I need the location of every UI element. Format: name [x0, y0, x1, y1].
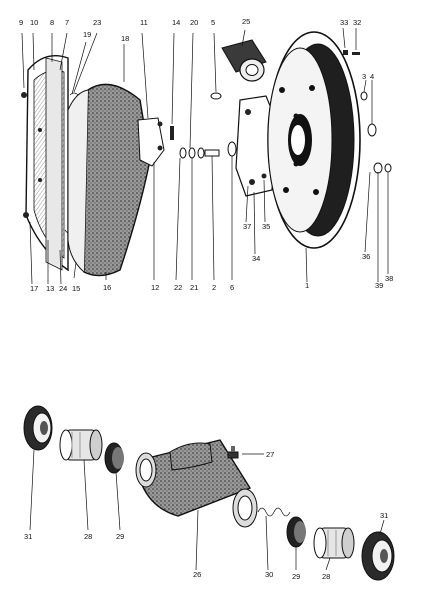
- part-label-11: 11: [140, 18, 148, 27]
- part-label-4: 4: [370, 72, 374, 81]
- wheel-cylinder-body: [135, 439, 258, 528]
- part-label-10: 10: [30, 18, 38, 27]
- wheel-cylinder-small: [210, 39, 267, 100]
- part-label-12: 12: [151, 283, 159, 292]
- part-label-26: 26: [193, 570, 201, 579]
- part-label-24: 24: [59, 284, 67, 293]
- part-label-13: 13: [46, 284, 54, 293]
- part-label-21: 21: [190, 283, 198, 292]
- part-label-36: 36: [362, 252, 370, 261]
- part-label-18: 18: [121, 34, 129, 43]
- backing-plate: [267, 31, 361, 249]
- brake-shoe-with-lining: [21, 55, 69, 272]
- backing-plate-flange: [235, 95, 277, 197]
- part-label-15: 15: [72, 284, 80, 293]
- upper-brake-assembly: [21, 27, 392, 285]
- part-label-25: 25: [242, 17, 250, 26]
- part-label-6: 6: [230, 283, 234, 292]
- part-label-37: 37: [243, 222, 251, 231]
- pin-and-washers: [170, 126, 237, 159]
- part-label-7: 7: [65, 18, 69, 27]
- brake-shoe-lined: [67, 83, 151, 277]
- dust-cover-left: [23, 405, 53, 451]
- bleed-screw: [227, 446, 239, 459]
- part-label-33: 33: [340, 18, 348, 27]
- part-label-31: 31: [24, 532, 32, 541]
- cylinder-spring: [257, 507, 291, 517]
- part-label-20: 20: [190, 18, 198, 27]
- part-label-22: 22: [174, 283, 182, 292]
- part-label-9: 9: [19, 18, 23, 27]
- part-label-28: 28: [322, 572, 330, 581]
- dust-cover-right: [361, 531, 395, 581]
- part-label-34: 34: [252, 254, 260, 263]
- lower-wheel-cylinder-assembly: [23, 405, 395, 581]
- seal-left: [104, 442, 124, 474]
- part-label-29: 29: [116, 532, 124, 541]
- part-label-19: 19: [83, 30, 91, 39]
- piston-left: [59, 429, 103, 461]
- part-label-27: 27: [266, 450, 274, 459]
- part-label-29: 29: [292, 572, 300, 581]
- seal-right: [286, 516, 306, 548]
- part-label-5: 5: [211, 18, 215, 27]
- part-label-16: 16: [103, 283, 111, 292]
- part-label-30: 30: [265, 570, 273, 579]
- part-label-28: 28: [84, 532, 92, 541]
- part-label-3: 3: [362, 72, 366, 81]
- piston-right: [313, 527, 355, 559]
- part-label-2: 2: [212, 283, 216, 292]
- part-label-23: 23: [93, 18, 101, 27]
- part-label-38: 38: [385, 274, 393, 283]
- leader-lines-lower: [29, 449, 385, 571]
- part-label-31: 31: [380, 511, 388, 520]
- part-label-8: 8: [50, 18, 54, 27]
- part-label-35: 35: [262, 222, 270, 231]
- part-label-1: 1: [305, 281, 309, 290]
- leader-lines-upper: [21, 27, 389, 285]
- adjuster-bracket: [137, 117, 165, 167]
- part-label-17: 17: [30, 284, 38, 293]
- fasteners-right: [343, 50, 392, 174]
- part-label-32: 32: [353, 18, 361, 27]
- part-label-39: 39: [375, 281, 383, 290]
- part-label-14: 14: [172, 18, 180, 27]
